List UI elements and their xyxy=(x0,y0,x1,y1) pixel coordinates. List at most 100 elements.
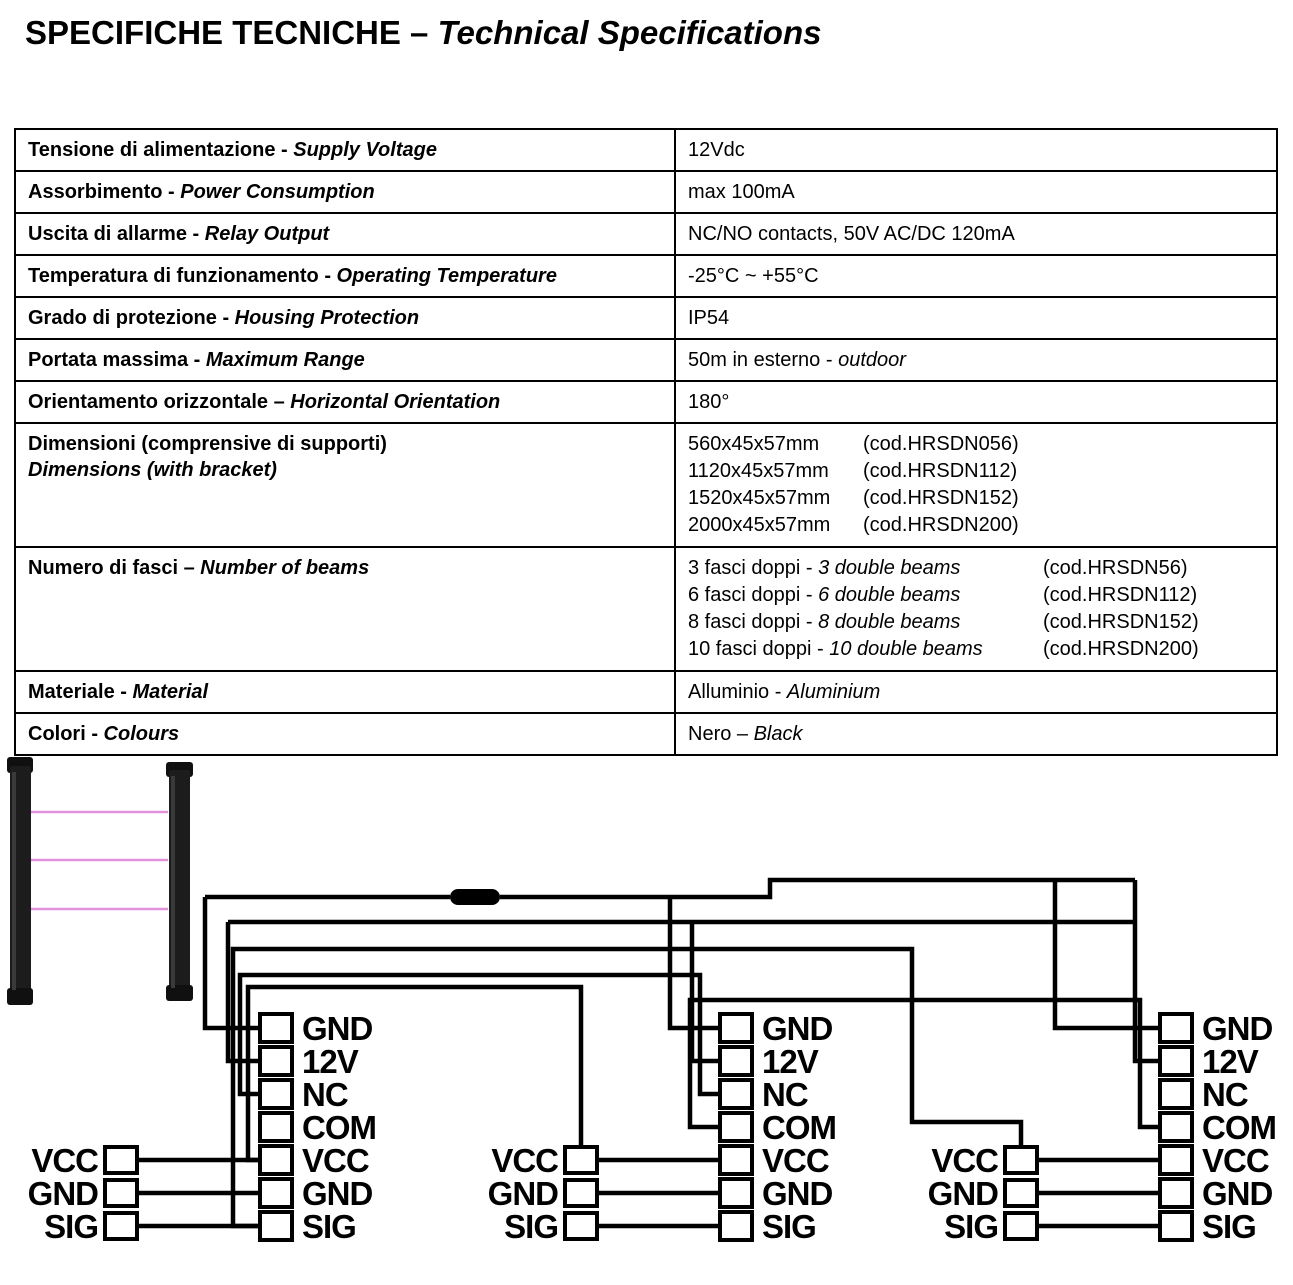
sync-connector-3: VCC GND SIG xyxy=(928,1142,1039,1245)
terminal-box xyxy=(1158,1144,1194,1176)
terminal-box xyxy=(718,1210,754,1242)
terminal-box xyxy=(1158,1012,1194,1044)
value-text-italic: Black xyxy=(753,723,803,745)
value-cell: IP54 xyxy=(674,296,1278,340)
terminal-box xyxy=(258,1111,294,1143)
terminal-block-1: GND 12V NC COM VCC GND SIG xyxy=(258,1010,377,1245)
spec-row-horizontal-orientation: Orientamento orizzontale – Horizontal Or… xyxy=(14,380,1278,424)
terminal-box xyxy=(1158,1111,1194,1143)
connector-box xyxy=(563,1178,599,1208)
spec-row-relay-output: Uscita di allarme - Relay Output NC/NO c… xyxy=(14,212,1278,256)
wire-relay-chain xyxy=(237,972,1160,1130)
terminal-label: VCC xyxy=(1202,1142,1269,1179)
beam-count-line: 3 fasci doppi - 3 double beams (cod.HRSDN… xyxy=(688,555,1264,582)
wiring xyxy=(137,877,1160,1229)
terminal-label: NC xyxy=(302,1076,348,1113)
terminal-box xyxy=(1158,1177,1194,1209)
terminal-label: SIG xyxy=(302,1208,356,1245)
dimension-size: 1120x45x57mm xyxy=(688,460,829,482)
terminal-label: NC xyxy=(1202,1076,1248,1113)
beam-count-line: 6 fasci doppi - 6 double beams(cod.HRSDN… xyxy=(688,582,1264,609)
spec-label-it: Orientamento orizzontale – xyxy=(28,391,291,413)
dimension-line: 2000x45x57mm(cod.HRSDN200) xyxy=(688,512,1264,539)
connector-box xyxy=(563,1211,599,1241)
terminal-box xyxy=(1158,1078,1194,1110)
beam-count-en: 3 double beams xyxy=(818,557,961,579)
sync-connector-2: VCC GND SIG xyxy=(488,1142,599,1245)
terminal-box xyxy=(718,1012,754,1044)
dimension-size: 560x45x57mm xyxy=(688,433,820,455)
value-cell: Alluminio - Aluminium xyxy=(674,670,1278,714)
spec-label-en: Dimensions (with bracket) xyxy=(28,459,277,481)
connector-label: GND xyxy=(488,1175,559,1212)
terminal-label: GND xyxy=(1202,1175,1273,1212)
terminal-box xyxy=(258,1078,294,1110)
beam-count-line: 8 fasci doppi - 8 double beams(cod.HRSDN… xyxy=(688,609,1264,636)
page-title-main: SPECIFICHE TECNICHE – xyxy=(25,14,438,51)
beam-count-it: 3 fasci doppi - xyxy=(688,557,819,579)
label-cell: Uscita di allarme - Relay Output xyxy=(14,212,676,256)
spec-label-it: Portata massima - xyxy=(28,349,206,371)
tower-highlight xyxy=(171,776,175,988)
terminal-box xyxy=(1158,1210,1194,1242)
wiring-diagram: GND 12V NC COM VCC GND SIG GND 12V NC CO… xyxy=(7,757,1277,1245)
value-cell: 50m in esterno - outdoor xyxy=(674,338,1278,382)
beam-code: (cod.HRSDN200) xyxy=(1043,638,1199,660)
spec-label-it: Numero di fasci – xyxy=(28,557,201,579)
terminal-label: GND xyxy=(302,1175,373,1212)
beam-count-it: 8 fasci doppi - xyxy=(688,611,819,633)
beam-count-en: 10 double beams xyxy=(829,638,983,660)
terminal-box xyxy=(718,1111,754,1143)
dimension-code: (cod.HRSDN112) xyxy=(863,460,1018,482)
connector-box xyxy=(563,1145,599,1175)
dimension-line: 1520x45x57mm(cod.HRSDN152) xyxy=(688,485,1264,512)
tower-highlight xyxy=(12,772,16,990)
terminal-label: GND xyxy=(1202,1010,1273,1047)
spec-label-en: Number of beams xyxy=(200,557,370,579)
terminal-box xyxy=(258,1210,294,1242)
spec-label-it: Assorbimento - xyxy=(28,181,181,203)
terminal-label: COM xyxy=(302,1109,376,1146)
value-text-italic: outdoor xyxy=(838,349,906,371)
terminal-label: VCC xyxy=(302,1142,369,1179)
spec-table: Tensione di alimentazione - Supply Volta… xyxy=(14,128,1278,756)
product-and-wiring-figure: GND 12V NC COM VCC GND SIG GND 12V NC CO… xyxy=(0,752,1293,1285)
connector-label: GND xyxy=(28,1175,99,1212)
label-cell: Orientamento orizzontale – Horizontal Or… xyxy=(14,380,676,424)
terminal-label: VCC xyxy=(762,1142,829,1179)
value-cell: 12Vdc xyxy=(674,128,1278,172)
page-title-sub: Technical Specifications xyxy=(437,14,822,51)
spec-row-operating-temperature: Temperatura di funzionamento - Operating… xyxy=(14,254,1278,298)
tower-cap xyxy=(166,985,193,1001)
dimension-code: (cod.HRSDN200) xyxy=(863,514,1019,536)
spec-row-housing-protection: Grado di protezione - Housing Protection… xyxy=(14,296,1278,340)
spec-label-it: Colori - xyxy=(28,723,104,745)
terminal-box xyxy=(258,1177,294,1209)
terminal-label: 12V xyxy=(762,1043,819,1080)
beam-code: (cod.HRSDN56) xyxy=(1043,557,1188,579)
beam-barrier-right xyxy=(166,762,193,1001)
spec-label-it: Materiale - xyxy=(28,681,133,703)
connector-label: VCC xyxy=(931,1142,998,1179)
label-cell: Materiale - Material xyxy=(14,670,676,714)
terminal-label: NC xyxy=(762,1076,808,1113)
value-cell: 560x45x57mm(cod.HRSDN056) 1120x45x57mm(c… xyxy=(674,422,1278,548)
terminal-label: 12V xyxy=(1202,1043,1259,1080)
terminal-label: GND xyxy=(302,1010,373,1047)
spec-label-it: Temperatura di funzionamento - xyxy=(28,265,337,287)
spec-row-number-of-beams: Numero di fasci – Number of beams 3 fasc… xyxy=(14,546,1278,672)
label-cell: Assorbimento - Power Consumption xyxy=(14,170,676,214)
beam-code: (cod.HRSDN112) xyxy=(1043,584,1198,606)
terminal-label: GND xyxy=(762,1010,833,1047)
label-cell: Portata massima - Maximum Range xyxy=(14,338,676,382)
connector-label: SIG xyxy=(44,1208,98,1245)
value-text: Alluminio - xyxy=(688,681,787,703)
terminal-block-2: GND 12V NC COM VCC GND SIG xyxy=(718,1010,837,1245)
terminal-label: 12V xyxy=(302,1043,359,1080)
connector-label: VCC xyxy=(491,1142,558,1179)
sync-connector-1: VCC GND SIG xyxy=(28,1142,139,1245)
terminal-label: GND xyxy=(762,1175,833,1212)
spec-row-colours: Colori - Colours Nero – Black xyxy=(14,712,1278,756)
spec-label-it: Dimensioni (comprensive di supporti) xyxy=(28,433,387,455)
value-cell: max 100mA xyxy=(674,170,1278,214)
